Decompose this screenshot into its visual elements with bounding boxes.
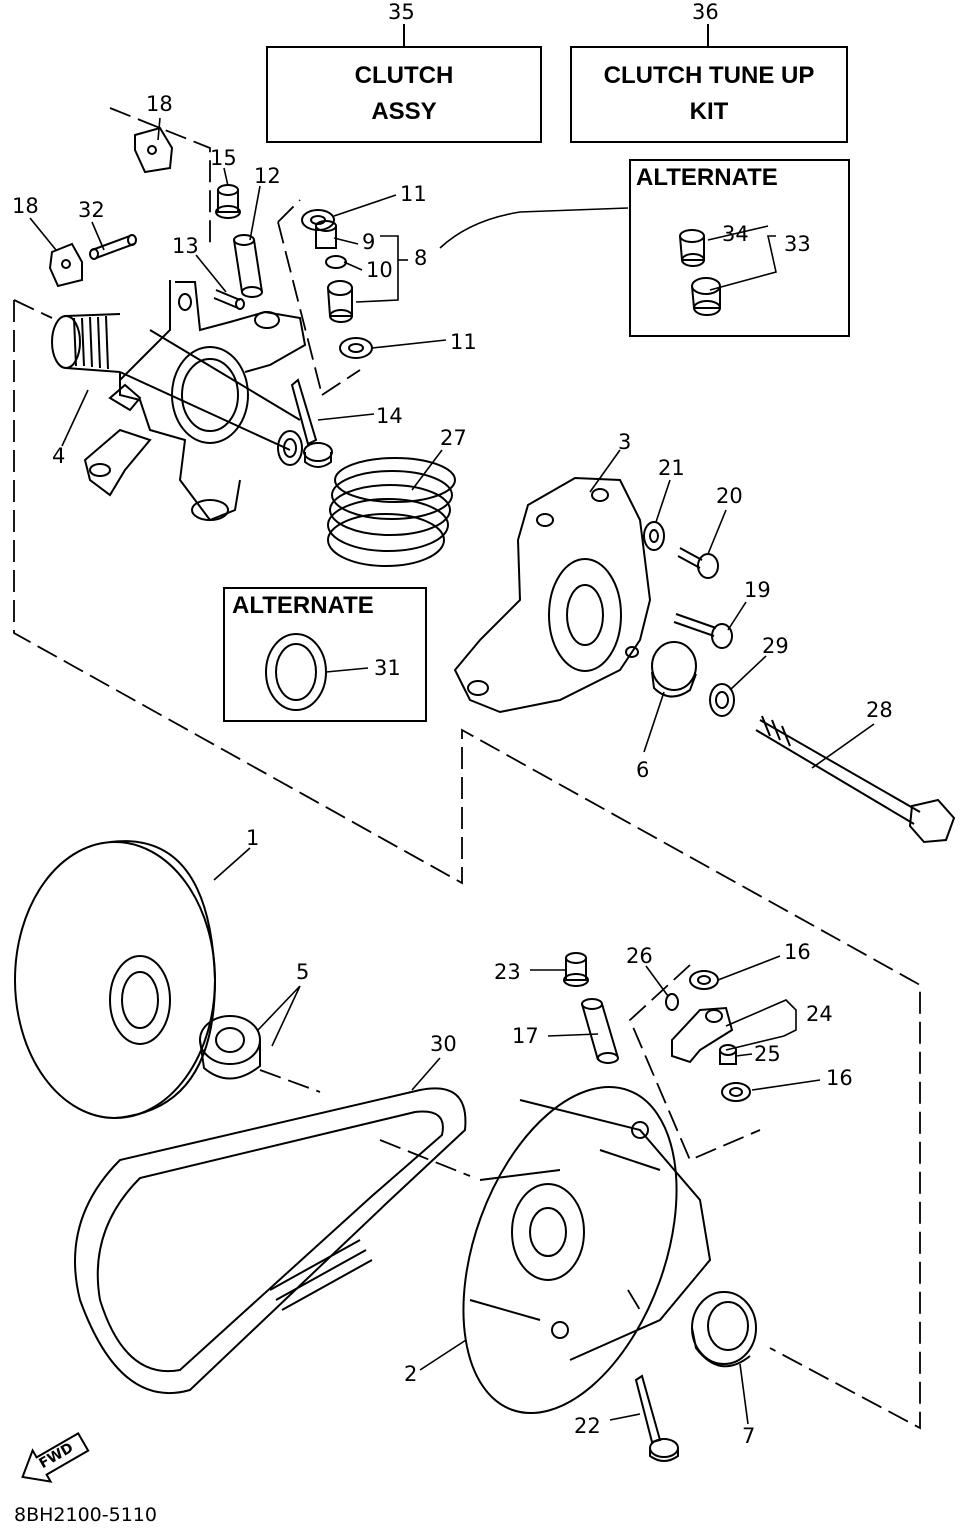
tune-up-kit-line2: KIT <box>689 98 729 125</box>
ref-number-36: 36 <box>692 0 719 24</box>
clutch-assy-line2: ASSY <box>371 98 437 125</box>
pin-17 <box>581 998 619 1064</box>
part-number-25: 25 <box>754 1042 781 1066</box>
clutch-tune-up-kit-box: CLUTCH TUNE UP KIT <box>570 46 848 143</box>
pin-32 <box>89 234 137 260</box>
part-number-22: 22 <box>574 1414 601 1438</box>
weight-18-top <box>134 126 174 174</box>
part-number-2: 2 <box>404 1362 418 1386</box>
part-number-18-left: 18 <box>12 194 39 218</box>
ref-number-35: 35 <box>388 0 415 24</box>
spring-27 <box>327 457 456 567</box>
part-number-18-top: 18 <box>146 92 173 116</box>
part-number-30: 30 <box>430 1032 457 1056</box>
part-number-9: 9 <box>362 230 376 254</box>
bushing-23 <box>563 952 589 987</box>
roller-34 <box>679 229 705 267</box>
fwd-arrow-icon <box>21 1431 90 1483</box>
collar-33 <box>691 277 721 316</box>
part-number-5: 5 <box>296 960 310 984</box>
part-number-13: 13 <box>172 234 199 258</box>
part-number-27: 27 <box>440 426 467 450</box>
alternate-title-upper: ALTERNATE <box>636 164 778 191</box>
part-number-7: 7 <box>742 1424 756 1448</box>
part-number-28: 28 <box>866 698 893 722</box>
bushing-7 <box>691 1291 757 1368</box>
ring-31 <box>265 633 327 711</box>
bolt-22 <box>634 1374 679 1462</box>
washer-16-top <box>689 970 719 990</box>
fixed-sheave-1 <box>14 840 217 1119</box>
part-number-23: 23 <box>494 960 521 984</box>
part-number-31: 31 <box>374 656 401 680</box>
drawing-code: 8BH2100-5110 <box>14 1504 157 1526</box>
part-number-16-bottom: 16 <box>826 1066 853 1090</box>
weight-arm-24 <box>671 1006 734 1064</box>
alternate-title-lower: ALTERNATE <box>232 592 374 619</box>
part-number-1: 1 <box>246 826 260 850</box>
weight-18-left <box>48 242 83 288</box>
part-number-15: 15 <box>210 146 237 170</box>
part-number-24: 24 <box>806 1002 833 1026</box>
part-number-10: 10 <box>366 258 393 282</box>
primary-sliding-sheave-spider <box>51 280 307 522</box>
washer-16-bottom <box>721 1082 751 1102</box>
part-number-21: 21 <box>658 456 685 480</box>
part-number-3: 3 <box>618 430 632 454</box>
clutch-assy-box: CLUTCH ASSY <box>266 46 542 143</box>
part-number-29: 29 <box>762 634 789 658</box>
part-number-11-bottom: 11 <box>450 330 477 354</box>
bolt-14 <box>290 378 333 468</box>
part-number-6: 6 <box>636 758 650 782</box>
clutch-assy-line1: CLUTCH <box>354 62 454 89</box>
bushing-15 <box>215 184 241 219</box>
primary-cover-3 <box>453 476 652 714</box>
part-number-26: 26 <box>626 944 653 968</box>
washer-11-bottom <box>339 337 373 359</box>
part-number-19: 19 <box>744 578 771 602</box>
bolt-20 <box>677 547 719 579</box>
part-number-17: 17 <box>512 1024 539 1048</box>
part-number-16-top: 16 <box>784 940 811 964</box>
collar-25 <box>719 1044 737 1065</box>
part-number-4: 4 <box>52 444 66 468</box>
roller-9 <box>315 220 337 249</box>
part-number-20: 20 <box>716 484 743 508</box>
clip-29 <box>709 683 735 717</box>
part-number-8: 8 <box>414 246 428 270</box>
bolt-28 <box>755 715 956 844</box>
part-number-34: 34 <box>722 222 749 246</box>
part-number-11-top: 11 <box>400 182 427 206</box>
collar-5 <box>199 1015 261 1080</box>
alternate-box-lower <box>223 587 427 722</box>
secondary-sheave-2 <box>462 1085 712 1415</box>
part-number-32: 32 <box>78 198 105 222</box>
tune-up-kit-line1: CLUTCH TUNE UP <box>603 62 815 89</box>
screw-13 <box>213 289 245 310</box>
drive-belt-30 <box>74 1087 467 1395</box>
part-number-14: 14 <box>376 404 403 428</box>
screw-26 <box>665 993 679 1011</box>
bolt-19 <box>673 613 733 649</box>
alternate-box-upper <box>629 159 850 337</box>
part-number-33: 33 <box>784 232 811 256</box>
washer-11-top <box>301 209 335 231</box>
part-number-12: 12 <box>254 164 281 188</box>
roller-8 <box>327 280 353 323</box>
washer-21 <box>643 521 665 551</box>
collar-10 <box>325 255 347 269</box>
pin-12 <box>233 234 263 298</box>
bushing-6 <box>651 641 697 698</box>
